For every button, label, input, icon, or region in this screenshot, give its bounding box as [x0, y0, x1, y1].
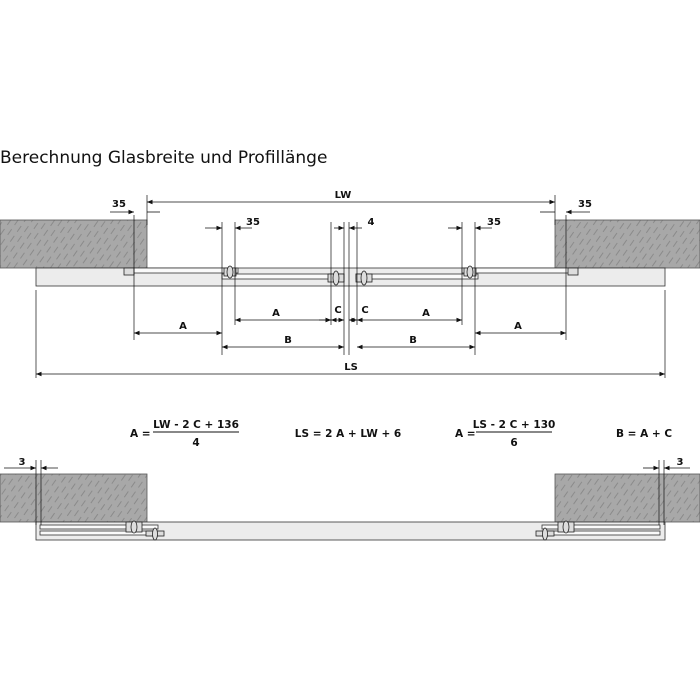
- ls-label: LS: [344, 362, 358, 373]
- formula-3-numerator: LS - 2 C + 130: [473, 419, 556, 431]
- formula-1-numerator: LW - 2 C + 136: [153, 419, 239, 431]
- dim-35-left-label: 35: [112, 199, 126, 210]
- dim-a-label-2: A: [272, 308, 280, 319]
- wall-left: [0, 219, 148, 269]
- fittings-bottom: [125, 520, 575, 541]
- dim-35-inner-left-label: 35: [246, 217, 260, 228]
- formulas: A = LW - 2 C + 136 4 LS = 2 A + LW + 6 A…: [130, 419, 672, 449]
- extension-lines: [35, 195, 666, 378]
- dim-4-label: 4: [368, 217, 375, 228]
- rail-profile-bottom: [35, 521, 666, 541]
- formula-3-denominator: 6: [510, 437, 517, 449]
- formula-2: LS = 2 A + LW + 6: [295, 428, 401, 440]
- dim-b-label-2: B: [409, 335, 417, 346]
- top-drawing: LW 35 35 35 4 35 A A A A: [0, 190, 700, 378]
- dim-c-label-1: C: [334, 305, 341, 316]
- dim-a-label-4: A: [514, 321, 522, 332]
- dim-c-label-2: C: [361, 305, 368, 316]
- formula-1-denominator: 4: [192, 437, 199, 449]
- dim-a-label-3: A: [422, 308, 430, 319]
- wall-right-bottom: [554, 473, 700, 523]
- bottom-drawing: 3 3: [0, 457, 700, 541]
- formula-3-lhs: A =: [455, 428, 476, 440]
- lw-label: LW: [335, 190, 352, 201]
- fittings: [123, 265, 579, 286]
- dim-35-right-label: 35: [578, 199, 592, 210]
- wall-left-bottom: [0, 473, 148, 523]
- dimension-row-a: [134, 317, 566, 336]
- dim-b-label-1: B: [284, 335, 292, 346]
- dim-a-label-1: A: [179, 321, 187, 332]
- formula-4: B = A + C: [616, 428, 672, 440]
- dim-3-right-label: 3: [677, 457, 684, 468]
- diagram-title: Berechnung Glasbreite und Profillänge: [0, 148, 328, 168]
- dim-35-inner-right-label: 35: [487, 217, 501, 228]
- dim-3-left-label: 3: [19, 457, 26, 468]
- formula-1-lhs: A =: [130, 428, 151, 440]
- wall-right: [554, 219, 700, 269]
